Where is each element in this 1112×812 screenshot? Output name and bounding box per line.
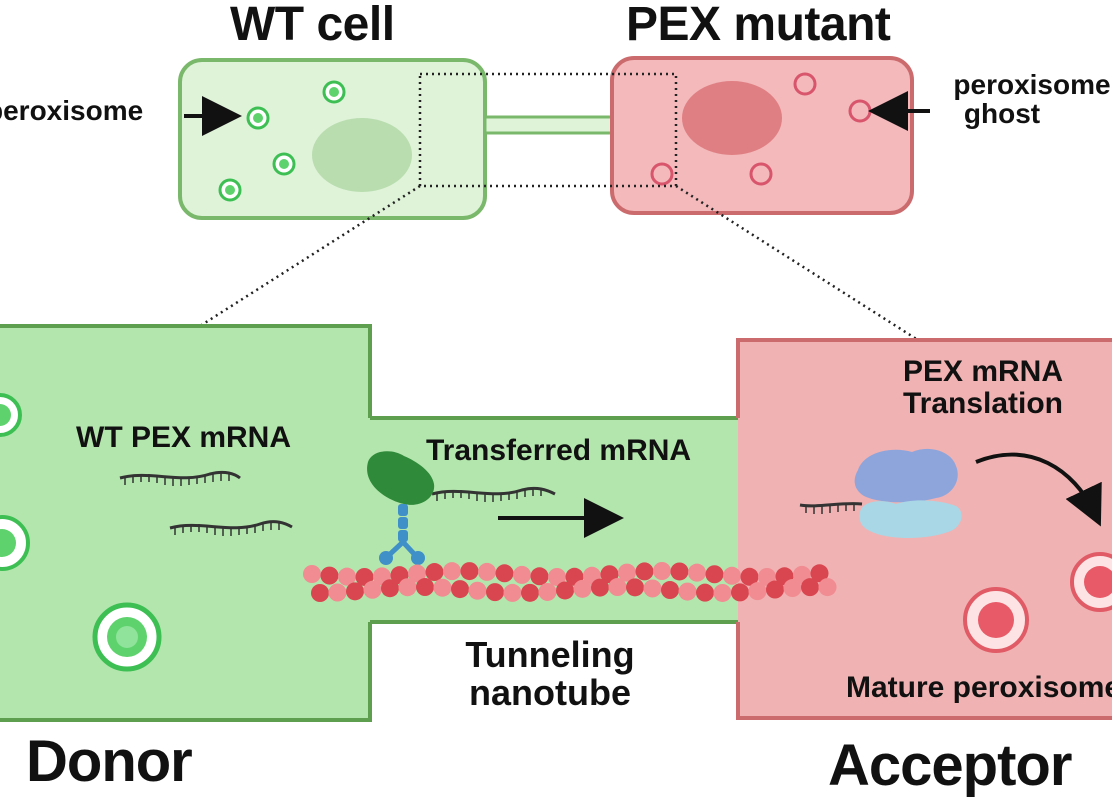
ghost-label: peroxisome ghost bbox=[932, 70, 1112, 129]
actin-bead bbox=[661, 581, 679, 600]
mature-peroxisome-icons bbox=[963, 552, 1112, 653]
actin-bead bbox=[766, 580, 784, 599]
actin-bead bbox=[538, 582, 557, 601]
ribosome-icon bbox=[854, 448, 962, 538]
actin-bead bbox=[810, 564, 829, 583]
actin-bead bbox=[696, 583, 714, 602]
mrna-strands bbox=[119, 470, 863, 530]
actin-bead bbox=[573, 579, 592, 598]
translation-line1: PEX mRNA bbox=[902, 355, 1064, 388]
actin-bead bbox=[521, 583, 539, 602]
actin-bead bbox=[678, 582, 697, 601]
wt-cell bbox=[178, 58, 487, 220]
actin-bead bbox=[433, 578, 452, 597]
actin-bead bbox=[530, 567, 549, 586]
peroxisome-label: peroxisome bbox=[0, 95, 144, 126]
actin-bead bbox=[643, 579, 662, 598]
ghost-label-line1: peroxisome bbox=[953, 69, 1111, 100]
translation-line2: Translation bbox=[902, 386, 1064, 420]
donor-peroxisome-icons bbox=[0, 393, 162, 672]
actin-bead bbox=[723, 566, 741, 585]
actin-bead bbox=[320, 566, 339, 585]
tnt-line1: Tunneling bbox=[465, 634, 635, 675]
translation-label: PEX mRNA Translation bbox=[868, 356, 1098, 419]
actin-bead bbox=[408, 564, 426, 583]
actin-bead bbox=[328, 583, 347, 602]
acceptor-label: Acceptor bbox=[828, 736, 1072, 797]
mature-peroxisome-label: Mature peroxisome bbox=[846, 672, 1112, 704]
actin-bead bbox=[425, 563, 444, 582]
actin-bead bbox=[705, 565, 724, 584]
ghost-label-line2: ghost bbox=[963, 98, 1041, 130]
actin-bead bbox=[303, 565, 321, 583]
actin-bead bbox=[548, 567, 566, 586]
actin-bead bbox=[731, 583, 749, 602]
actin-bead bbox=[495, 564, 514, 583]
pex-mutant-cell bbox=[610, 56, 914, 215]
actin-bead bbox=[653, 562, 671, 580]
pex-mutant-title: PEX mutant bbox=[626, 0, 891, 51]
actin-bead bbox=[338, 567, 356, 586]
actin-bead bbox=[486, 583, 504, 602]
actin-bead bbox=[416, 578, 434, 597]
actin-bead bbox=[635, 562, 654, 581]
actin-bead bbox=[688, 563, 706, 582]
actin-bead bbox=[398, 578, 417, 597]
actin-bead bbox=[503, 583, 522, 602]
donor-cell bbox=[0, 324, 372, 722]
actin-bead bbox=[748, 582, 767, 601]
tnt-line2: nanotube bbox=[469, 671, 631, 713]
acceptor-cell bbox=[736, 338, 1112, 720]
wt-pex-mrna-label: WT PEX mRNA bbox=[76, 421, 292, 454]
zoom-indicator bbox=[199, 72, 919, 342]
actin-bead bbox=[460, 562, 479, 581]
actin-bead bbox=[591, 578, 609, 597]
actin-bead bbox=[670, 562, 689, 581]
actin-bead bbox=[513, 565, 531, 584]
actin-bead bbox=[783, 579, 802, 598]
actin-bead bbox=[713, 583, 732, 602]
actin-bead bbox=[451, 580, 469, 599]
top-nanotube bbox=[483, 115, 615, 135]
mrna-bases bbox=[124, 473, 855, 536]
actin-bead bbox=[443, 562, 461, 581]
actin-bead bbox=[740, 567, 759, 586]
translation-arrow bbox=[975, 452, 1102, 527]
wt-nucleus bbox=[312, 118, 412, 192]
actin-bead bbox=[801, 578, 819, 597]
actin-bead bbox=[468, 581, 487, 600]
tnt-label: Tunneling nanotube bbox=[430, 636, 670, 712]
actin-bead bbox=[363, 580, 382, 599]
actin-bead bbox=[311, 584, 329, 602]
actin-bead bbox=[381, 579, 399, 598]
actin-bead bbox=[556, 581, 574, 600]
actin-bead bbox=[618, 563, 636, 582]
actin-bead bbox=[626, 578, 644, 597]
actin-bead bbox=[346, 582, 364, 601]
actin-bead bbox=[818, 578, 837, 597]
actin-filament bbox=[303, 562, 837, 602]
actin-bead bbox=[608, 578, 627, 597]
actin-bead bbox=[478, 562, 496, 581]
donor-label: Donor bbox=[26, 729, 193, 794]
wt-cell-title: WT cell bbox=[230, 0, 395, 51]
transferred-mrna-label: Transferred mRNA bbox=[426, 434, 692, 467]
pex-nucleus bbox=[682, 81, 782, 155]
myosin-motor-icon bbox=[367, 451, 435, 565]
